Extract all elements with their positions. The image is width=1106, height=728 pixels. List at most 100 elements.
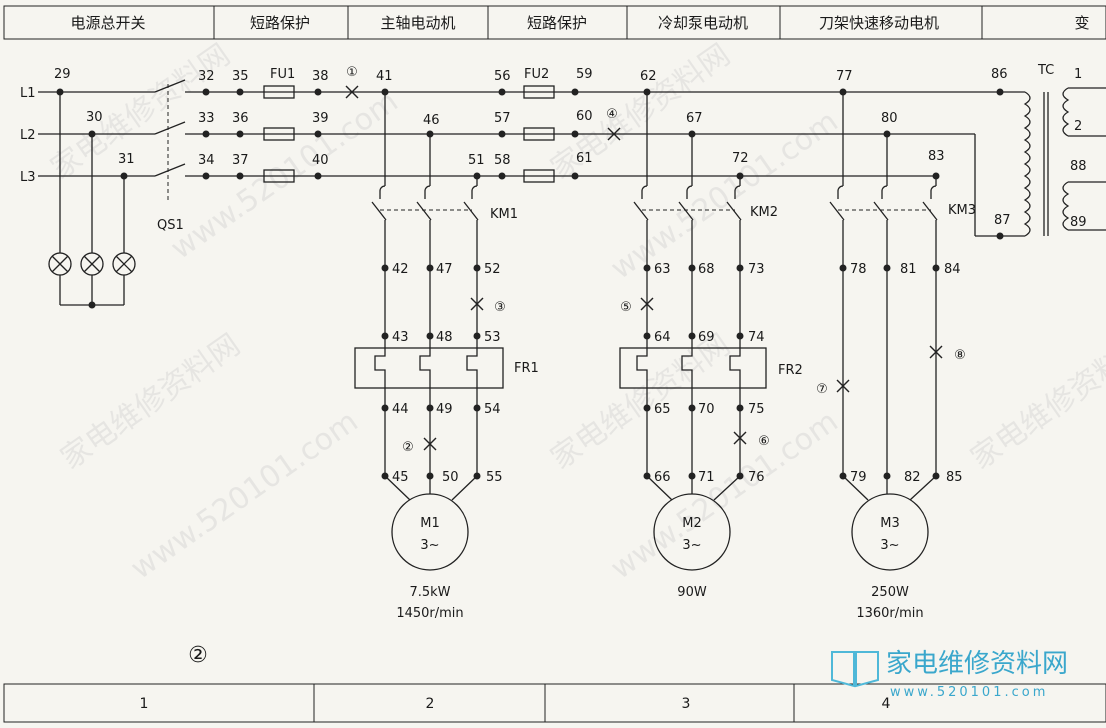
node-label: 53 — [484, 330, 501, 345]
tc-label: TC — [1037, 63, 1054, 78]
motor-m2-phase: 3~ — [682, 538, 701, 553]
primary-coil-icon — [1023, 91, 1031, 237]
motor-m1-power: 7.5kW — [409, 585, 450, 600]
node-label: 54 — [484, 402, 501, 417]
motor-m3-icon — [851, 493, 929, 571]
header-cell: 短路保护 — [527, 14, 587, 32]
footer-cell: 4 — [882, 696, 891, 712]
node-label: 84 — [944, 262, 961, 277]
footer-bar: 1 2 3 4 — [3, 683, 1106, 723]
fr1-relay — [354, 347, 504, 389]
node-label: 83 — [928, 149, 945, 164]
book-icon — [831, 651, 879, 688]
footer-cell: 2 — [426, 696, 435, 712]
node-label: 52 — [484, 262, 501, 277]
tc-transformer: TC 1 2 88 89 — [974, 63, 1106, 237]
motor-m3-phase: 3~ — [880, 538, 899, 553]
node-label: 43 — [392, 330, 409, 345]
lamp-icon — [80, 252, 104, 276]
header-cell: 变 — [1074, 14, 1089, 32]
qs1-label: QS1 — [157, 218, 184, 233]
node-label: 59 — [576, 67, 593, 82]
watermark-text: 家电维修资料网 — [545, 37, 737, 186]
fault-marker-5: ⑤ — [620, 300, 632, 315]
node-label: 62 — [640, 69, 657, 84]
node-label: 86 — [991, 67, 1008, 82]
node-label: 61 — [576, 151, 593, 166]
node-label: 66 — [654, 470, 671, 485]
node-label: 2 — [1074, 119, 1082, 134]
fr1-label: FR1 — [514, 361, 539, 376]
line-label-l1: L1 — [20, 86, 36, 101]
fault-marker-7: ⑦ — [816, 382, 828, 397]
node-label: 45 — [392, 470, 409, 485]
node-label: 39 — [312, 111, 329, 126]
node-label: 41 — [376, 69, 393, 84]
node-label: 29 — [54, 67, 71, 82]
fu1-fuses: FU1 — [263, 67, 295, 183]
node-label: 79 — [850, 470, 867, 485]
node-label: 55 — [486, 470, 503, 485]
logo-text-url: www.520101.com — [890, 685, 1048, 700]
motor-m3-name: M3 — [880, 516, 900, 531]
logo-text-cn: 家电维修资料网 — [886, 649, 1068, 679]
node-label: 31 — [118, 152, 135, 167]
node-label: 56 — [494, 69, 511, 84]
branch-m1: KM1 FR1 42 47 52 43 48 53 44 49 54 45 50… — [354, 92, 539, 621]
motor-m2-name: M2 — [682, 516, 702, 531]
node-label: 37 — [232, 153, 249, 168]
node-label: 75 — [748, 402, 765, 417]
node-label: 57 — [494, 111, 511, 126]
fr2-relay — [619, 347, 767, 389]
lamp-icon — [48, 252, 72, 276]
node-label: 36 — [232, 111, 249, 126]
node-label: 81 — [900, 262, 917, 277]
node-label: 72 — [732, 151, 749, 166]
node-label: 51 — [468, 153, 485, 168]
footer-cell: 3 — [682, 696, 691, 712]
km1-label: KM1 — [490, 207, 518, 222]
motor-m1-name: M1 — [420, 516, 440, 531]
fault-marker-1: ① — [346, 65, 358, 80]
node-label: 47 — [436, 262, 453, 277]
motor-m2-power: 90W — [677, 585, 707, 600]
node-label: 78 — [850, 262, 867, 277]
motor-m1-icon — [391, 493, 469, 571]
node-label: 70 — [698, 402, 715, 417]
node-label: 69 — [698, 330, 715, 345]
fault-marker-8: ⑧ — [954, 348, 966, 363]
node-label: 88 — [1070, 159, 1087, 174]
motor-m1-speed: 1450r/min — [396, 606, 463, 621]
node-label: 68 — [698, 262, 715, 277]
header-cell: 冷却泵电动机 — [658, 14, 748, 32]
motor-m3-power: 250W — [871, 585, 909, 600]
node-label: 67 — [686, 111, 703, 126]
node-label: 40 — [312, 153, 329, 168]
page-mark: ② — [188, 643, 208, 668]
fault-marker-6: ⑥ — [758, 434, 770, 449]
node-label: 63 — [654, 262, 671, 277]
node-label: 60 — [576, 109, 593, 124]
fu2-label: FU2 — [524, 67, 549, 82]
watermark-url: www.520101.com — [605, 404, 845, 587]
node-label: 58 — [494, 153, 511, 168]
fr2-label: FR2 — [778, 363, 803, 378]
header-bar: 电源总开关 短路保护 主轴电动机 短路保护 冷却泵电动机 刀架快速移动电机 变 — [3, 5, 1106, 40]
qs1-switch: QS1 — [154, 79, 186, 233]
node-label: 32 — [198, 69, 215, 84]
node-label: 49 — [436, 402, 453, 417]
node-label: 77 — [836, 69, 853, 84]
km3-label: KM3 — [948, 203, 976, 218]
node-label: 89 — [1070, 215, 1087, 230]
km2-label: KM2 — [750, 205, 778, 220]
node-label: 65 — [654, 402, 671, 417]
node-label: 1 — [1074, 67, 1082, 82]
node-label: 64 — [654, 330, 671, 345]
node-label: 82 — [904, 470, 921, 485]
node-label: 44 — [392, 402, 409, 417]
lamp-icon — [112, 252, 136, 276]
node-labels-top: 29 30 31 32 33 34 35 36 37 38 39 40 41 4… — [54, 67, 1011, 228]
node-label: 71 — [698, 470, 715, 485]
fu1-label: FU1 — [270, 67, 295, 82]
branch-m2: KM2 FR2 63 68 73 64 69 74 65 70 75 66 71… — [619, 92, 803, 600]
